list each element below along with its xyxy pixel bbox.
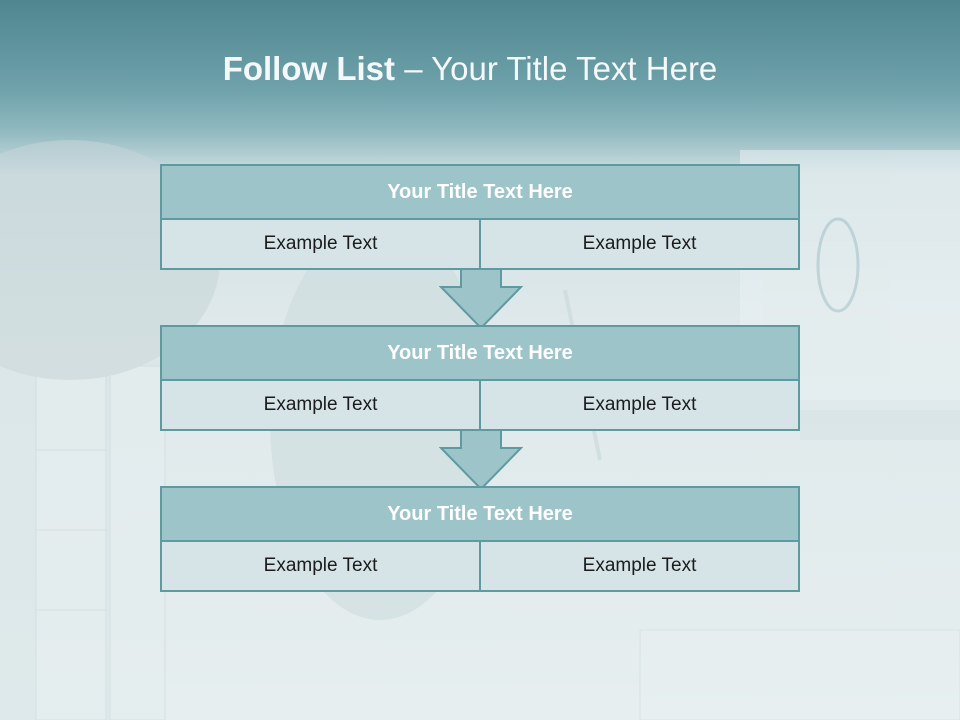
step-cell-right: Example Text: [479, 542, 798, 590]
step-cell-right: Example Text: [479, 381, 798, 429]
step-row: Example Text Example Text: [160, 542, 800, 592]
slide-title-bold: Follow List: [222, 50, 396, 87]
step-block-2: Your Title Text Here Example Text Exampl…: [160, 325, 800, 431]
step-title: Your Title Text Here: [160, 325, 800, 381]
step-title: Your Title Text Here: [160, 486, 800, 542]
step-cell-left: Example Text: [263, 233, 378, 254]
step-cell-right: Example Text: [479, 220, 798, 268]
step-cell-left: Example Text: [263, 555, 378, 576]
slide-title-rest: – Your Title Text Here: [395, 50, 718, 87]
step-row: Example Text Example Text: [160, 381, 800, 431]
step-block-1: Your Title Text Here Example Text Exampl…: [160, 164, 800, 270]
step-title: Your Title Text Here: [160, 164, 800, 220]
down-arrow-icon: [439, 429, 523, 491]
slide-title: Follow List – Your Title Text Here: [0, 50, 940, 88]
down-arrow-icon: [439, 268, 523, 330]
step-row: Example Text Example Text: [160, 220, 800, 270]
step-cell-left: Example Text: [263, 394, 378, 415]
step-block-3: Your Title Text Here Example Text Exampl…: [160, 486, 800, 592]
